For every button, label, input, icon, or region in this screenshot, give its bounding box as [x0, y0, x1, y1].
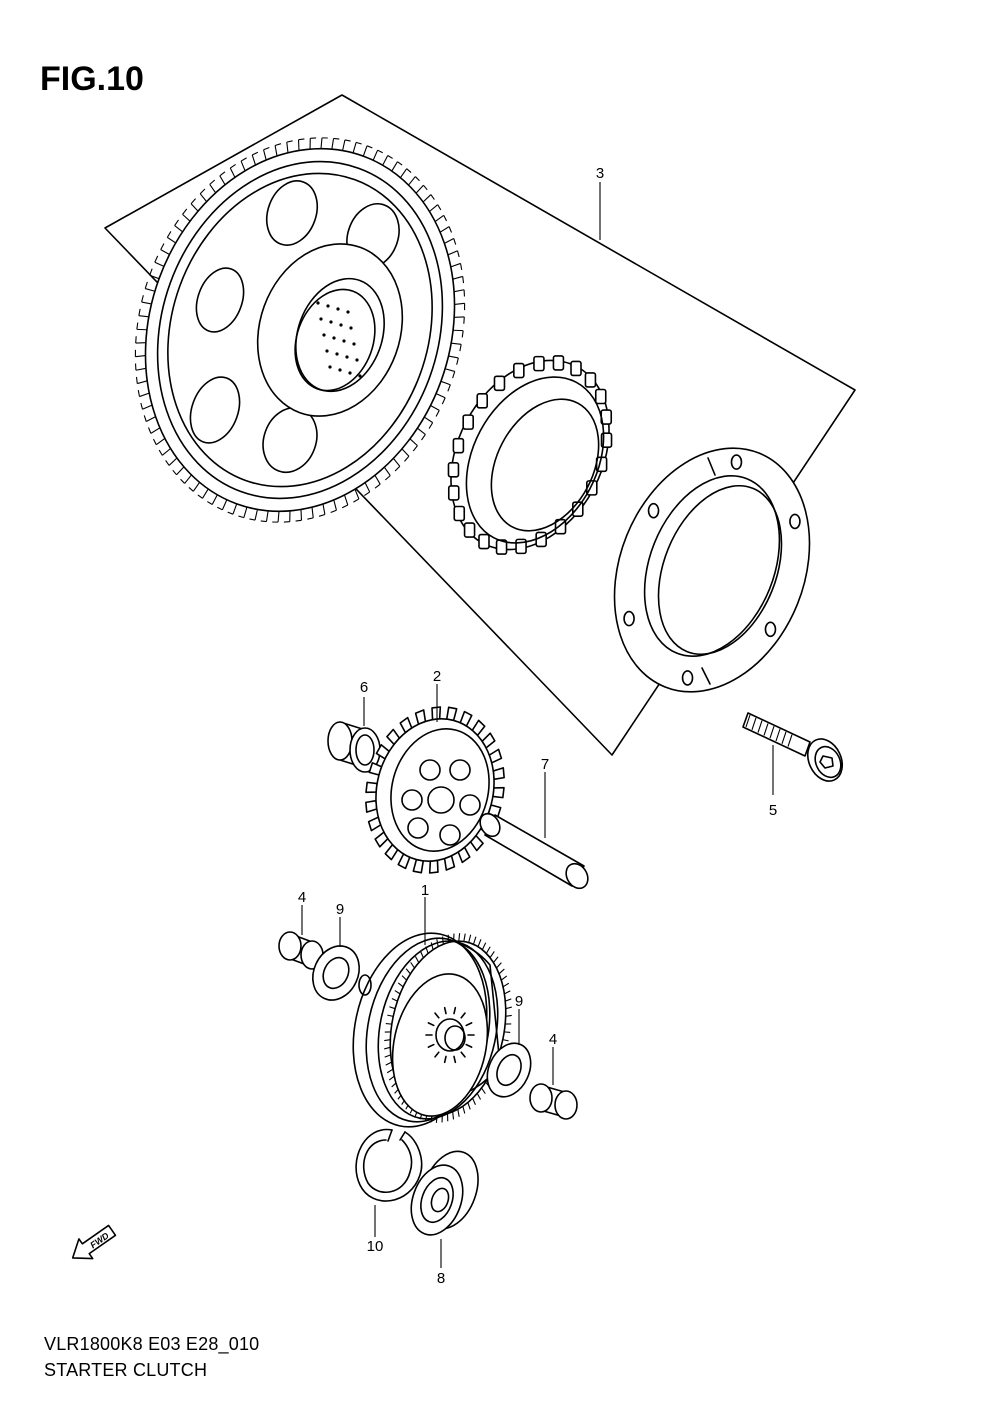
diagram-name: STARTER CLUTCH — [44, 1360, 208, 1380]
gear-teeth — [134, 137, 466, 523]
bushing-left — [278, 931, 324, 970]
callout-1: 1 — [421, 882, 429, 899]
ball-bearing — [410, 1150, 479, 1236]
leader-lines — [301, 182, 774, 1268]
callout-7: 7 — [541, 756, 549, 773]
starter-clutch-gear — [352, 932, 512, 1128]
callout-9-left: 9 — [336, 901, 344, 918]
callout-3: 3 — [596, 165, 604, 182]
callout-4-left: 4 — [298, 889, 306, 906]
callout-6: 6 — [360, 679, 368, 696]
one-way-clutch-sprag — [447, 355, 613, 555]
starter-idle-gear — [365, 706, 505, 874]
bushing-right — [529, 1083, 578, 1120]
callout-9-right: 9 — [515, 993, 523, 1010]
ring-bolt-holes — [623, 454, 801, 686]
figure-title: FIG.10 — [40, 60, 144, 98]
callout-5: 5 — [769, 802, 777, 819]
callout-8: 8 — [437, 1270, 445, 1287]
washer-left — [312, 945, 360, 1001]
clutch-guide-ring — [613, 447, 811, 693]
washer-right — [486, 1042, 532, 1098]
callout-10: 10 — [367, 1238, 384, 1255]
bolt — [742, 712, 844, 782]
callout-4-right: 4 — [549, 1031, 557, 1048]
fwd-arrow-icon: FWD — [71, 1224, 117, 1260]
diagram-code: VLR1800K8 E03 E28_010 — [44, 1334, 260, 1354]
callout-2: 2 — [433, 668, 441, 685]
circlip — [355, 1128, 423, 1202]
starter-driven-gear — [134, 137, 466, 523]
idle-gear-shaft — [479, 812, 589, 890]
hub-roller-dots — [316, 301, 362, 378]
starter-clutch-assembly-group-box — [104, 94, 856, 756]
